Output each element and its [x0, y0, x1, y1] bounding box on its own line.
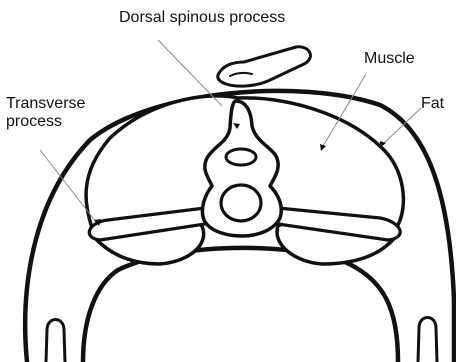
fat-label: Fat: [421, 95, 444, 113]
transverse-label-line-1: Transverse: [6, 95, 85, 113]
left-fat-slit: [46, 320, 65, 362]
right-fat-slit: [418, 318, 437, 362]
muscle-label: Muscle: [364, 50, 415, 68]
dorsal-leader-line: [158, 40, 222, 106]
dorsal-spinous-process-label: Dorsal spinous process: [119, 9, 285, 27]
transverse-process-label: Transverse process: [6, 95, 85, 131]
palpating-finger-icon: [218, 47, 311, 86]
transverse-label-line-2: process: [6, 113, 85, 131]
abdominal-wall-outline: [83, 248, 398, 362]
